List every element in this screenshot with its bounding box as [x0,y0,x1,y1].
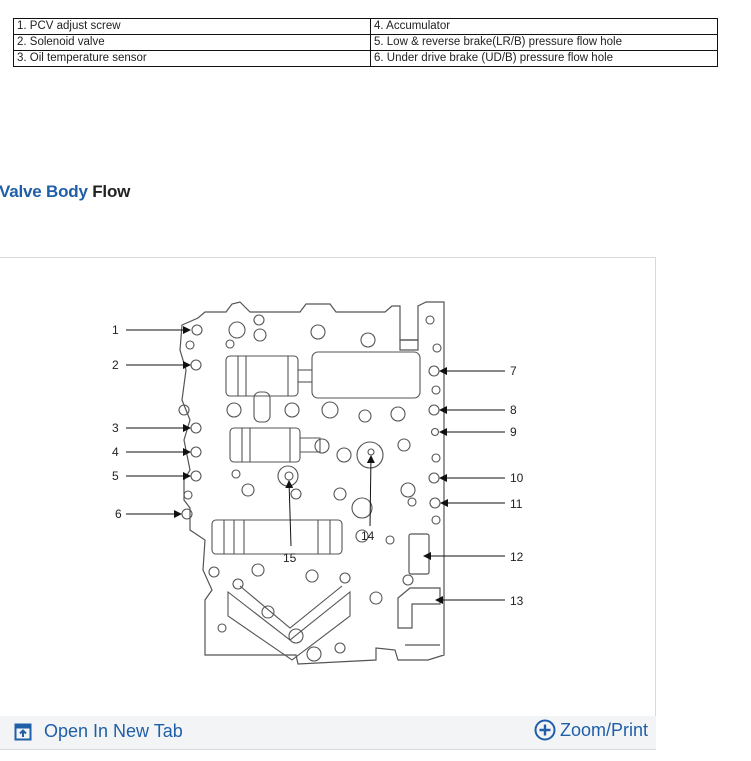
middle-spool [229,391,321,463]
callout-4: 4 [112,445,119,459]
zoom-print-label: Zoom/Print [559,719,648,740]
callout-7: 7 [510,364,517,378]
figure-frame [0,257,656,750]
section-title-rest: Flow [92,182,131,201]
callout-14: 14 [361,529,375,543]
callout-1: 1 [112,323,119,337]
legend-row: 3. Oil temperature sensor 6. Under drive… [13,50,718,67]
callout-3: 3 [112,421,119,435]
callout-12: 12 [510,550,524,564]
callout-13: 13 [510,594,524,608]
callout-2: 2 [112,358,119,372]
plus-circle-icon [534,719,556,741]
valve-body-outline [179,301,445,665]
callout-15: 15 [283,551,297,565]
callout-5: 5 [112,469,119,483]
callout-11: 11 [510,497,523,511]
legend-cell: 6. Under drive brake (UD/B) pressure flo… [370,50,718,67]
callout-8: 8 [510,403,517,417]
legend-table: 1. PCV adjust screw 4. Accumulator 2. So… [13,18,718,67]
open-in-new-tab-button[interactable]: Open In New Tab [14,721,183,742]
callout-6: 6 [115,507,122,521]
zoom-print-button[interactable]: Zoom/Print [534,719,648,741]
centre-ports [284,448,375,481]
section-title-accent: Valve Body [0,182,88,201]
open-in-new-tab-label: Open In New Tab [44,721,183,741]
legend-cell: 3. Oil temperature sensor [13,50,371,67]
callout-9: 9 [510,425,517,439]
callout-labels: 1 2 3 4 5 6 7 8 9 10 11 12 13 14 15 [112,323,524,608]
callout-leaders [126,326,505,604]
bolt-holes [208,314,442,662]
callout-10: 10 [510,471,524,485]
rect-ports [397,533,441,629]
section-title: Valve Body Flow [0,182,130,202]
v-channel [227,585,351,661]
left-ports [178,324,203,520]
figure-toolbar: Open In New Tab Zoom/Print [0,716,656,749]
legend-row: 2. Solenoid valve 5. Low & reverse brake… [13,34,718,51]
external-tab-icon [14,723,32,740]
right-ports [428,365,441,525]
upper-spool [225,351,421,399]
lower-spool [211,519,343,555]
